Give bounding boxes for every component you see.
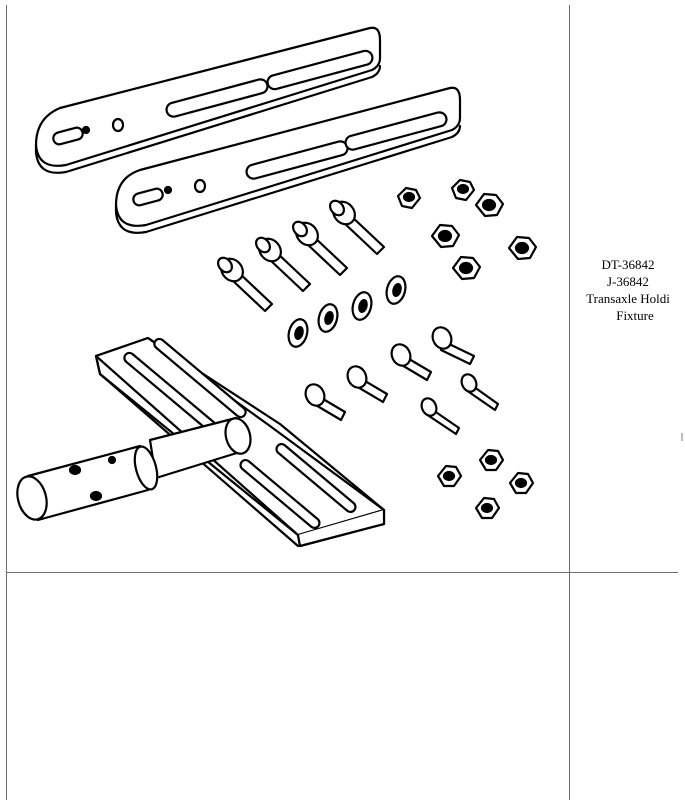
nut-6 xyxy=(451,255,482,281)
tool-name: Transaxle Holdi xyxy=(586,291,670,306)
washer-2 xyxy=(317,303,339,333)
short-bolt-2 xyxy=(390,343,433,382)
short-bolt-5 xyxy=(460,373,500,412)
nut-10 xyxy=(474,496,501,520)
frame-row-divider xyxy=(6,572,678,573)
frame-column-divider xyxy=(569,5,570,800)
short-bolt-3 xyxy=(346,365,389,404)
nut-5 xyxy=(507,235,538,261)
nut-1 xyxy=(396,186,422,210)
shaft xyxy=(16,416,252,522)
washer-1 xyxy=(287,318,309,348)
long-bolt-1 xyxy=(217,256,274,313)
short-bolt-1 xyxy=(431,326,476,366)
washer-3 xyxy=(351,291,373,321)
fixture-illustration xyxy=(16,26,538,548)
nut-2 xyxy=(450,178,476,202)
nut-3 xyxy=(474,192,505,218)
tool-caption: DT-36842 J-36842 Transaxle Holdi Fixture xyxy=(573,256,683,324)
long-bolt-3 xyxy=(292,220,349,277)
long-bolt-4 xyxy=(329,199,386,256)
short-bolt-6 xyxy=(420,397,461,436)
short-bolt-4 xyxy=(304,383,347,422)
nut-7 xyxy=(478,448,505,472)
washer-4 xyxy=(385,275,407,305)
slotted-bar-lower xyxy=(114,86,462,234)
slotted-bar-upper xyxy=(34,26,382,174)
tool-name-continued: Fixture xyxy=(616,308,654,323)
edge-mark xyxy=(681,433,683,441)
nut-9 xyxy=(508,471,535,495)
long-bolt-2 xyxy=(255,236,312,293)
nut-8 xyxy=(436,464,463,488)
nut-4 xyxy=(430,223,461,249)
tool-number-dt: DT-36842 xyxy=(601,257,655,272)
frame-left-border xyxy=(6,5,7,800)
tool-number-j: J-36842 xyxy=(607,274,649,289)
